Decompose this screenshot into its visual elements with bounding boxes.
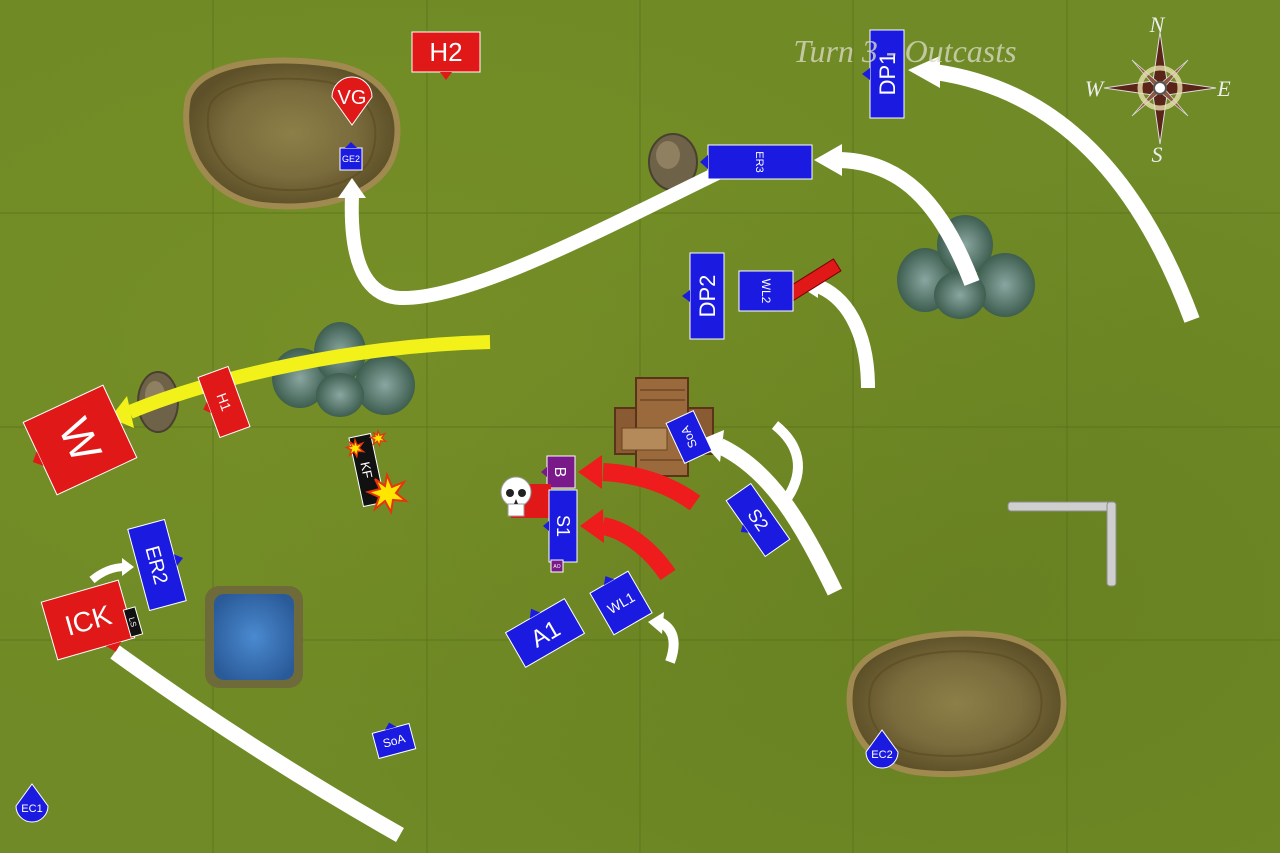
arrow-dp1-move	[908, 56, 1200, 323]
svg-text:B: B	[551, 467, 568, 478]
unit-h2[interactable]: H2	[411, 31, 481, 80]
compass-rose-icon: N S E W	[1085, 12, 1231, 167]
arrow-er3-move	[814, 144, 980, 286]
unit-h1[interactable]: H1	[192, 365, 251, 439]
arrow-wl1-move	[648, 612, 679, 664]
svg-text:EC2: EC2	[871, 749, 892, 761]
svg-text:DP1: DP1	[875, 53, 900, 96]
svg-text:WL2: WL2	[759, 279, 773, 304]
svg-text:AO: AO	[553, 564, 560, 570]
explosion-icon	[368, 428, 388, 448]
arrow-er2-move	[89, 558, 134, 584]
unit-er3[interactable]: ER3	[700, 144, 813, 180]
unit-s2[interactable]: S2	[721, 482, 791, 560]
svg-text:EC1: EC1	[21, 803, 42, 815]
unit-dp1[interactable]: DP1	[862, 29, 905, 119]
svg-text:GE2: GE2	[342, 154, 360, 164]
svg-text:S: S	[1152, 142, 1163, 167]
unit-dp2[interactable]: DP2	[682, 252, 725, 340]
skull-icon	[500, 476, 532, 517]
arrow-ick-move	[110, 645, 404, 842]
unit-ao[interactable]: AO	[550, 559, 564, 573]
stone-wall	[1007, 501, 1117, 587]
unit-ec2[interactable]: EC2	[865, 729, 899, 769]
svg-text:VG: VG	[338, 87, 367, 109]
rock-north	[648, 133, 698, 191]
arrow-er3-to-ge2	[338, 161, 732, 306]
svg-text:DP2: DP2	[695, 275, 720, 318]
charge-arrow-to-s1	[580, 509, 676, 581]
svg-text:ER3: ER3	[753, 151, 765, 172]
svg-text:SoA: SoA	[381, 731, 407, 750]
unit-w[interactable]: W	[16, 384, 138, 498]
unit-a1[interactable]: A1	[502, 592, 586, 669]
svg-text:KF: KF	[357, 460, 375, 479]
svg-text:E: E	[1216, 76, 1231, 101]
unit-er2[interactable]: ER2	[127, 517, 194, 612]
svg-text:W: W	[1085, 76, 1105, 101]
unit-b[interactable]: B	[541, 455, 576, 489]
unit-ge2[interactable]: GE2	[339, 142, 363, 171]
svg-text:S1: S1	[553, 515, 573, 537]
explosion-icon	[364, 471, 410, 516]
svg-text:N: N	[1149, 12, 1166, 37]
svg-text:H1: H1	[213, 391, 234, 413]
unit-wl1[interactable]: WL1	[586, 565, 653, 636]
unit-ec1[interactable]: EC1	[15, 783, 49, 823]
unit-soa-south[interactable]: SoA	[371, 718, 417, 760]
unit-s1[interactable]: S1	[543, 489, 578, 563]
turn-title: Turn 3 - Outcasts	[793, 33, 1016, 69]
charge-arrow-to-b	[578, 455, 701, 511]
unit-vg[interactable]: VG	[331, 76, 373, 126]
svg-text:H2: H2	[429, 37, 462, 67]
unit-soa-building[interactable]: SoA	[665, 410, 713, 464]
pond	[205, 586, 303, 688]
unit-wl2[interactable]: WL2	[738, 270, 794, 312]
arrow-s2-move	[771, 421, 803, 500]
svg-text:LS: LS	[127, 616, 138, 628]
unit-ls[interactable]: LS	[122, 606, 144, 638]
explosion-icon	[344, 437, 366, 459]
unit-ick[interactable]: ICK	[40, 579, 137, 667]
